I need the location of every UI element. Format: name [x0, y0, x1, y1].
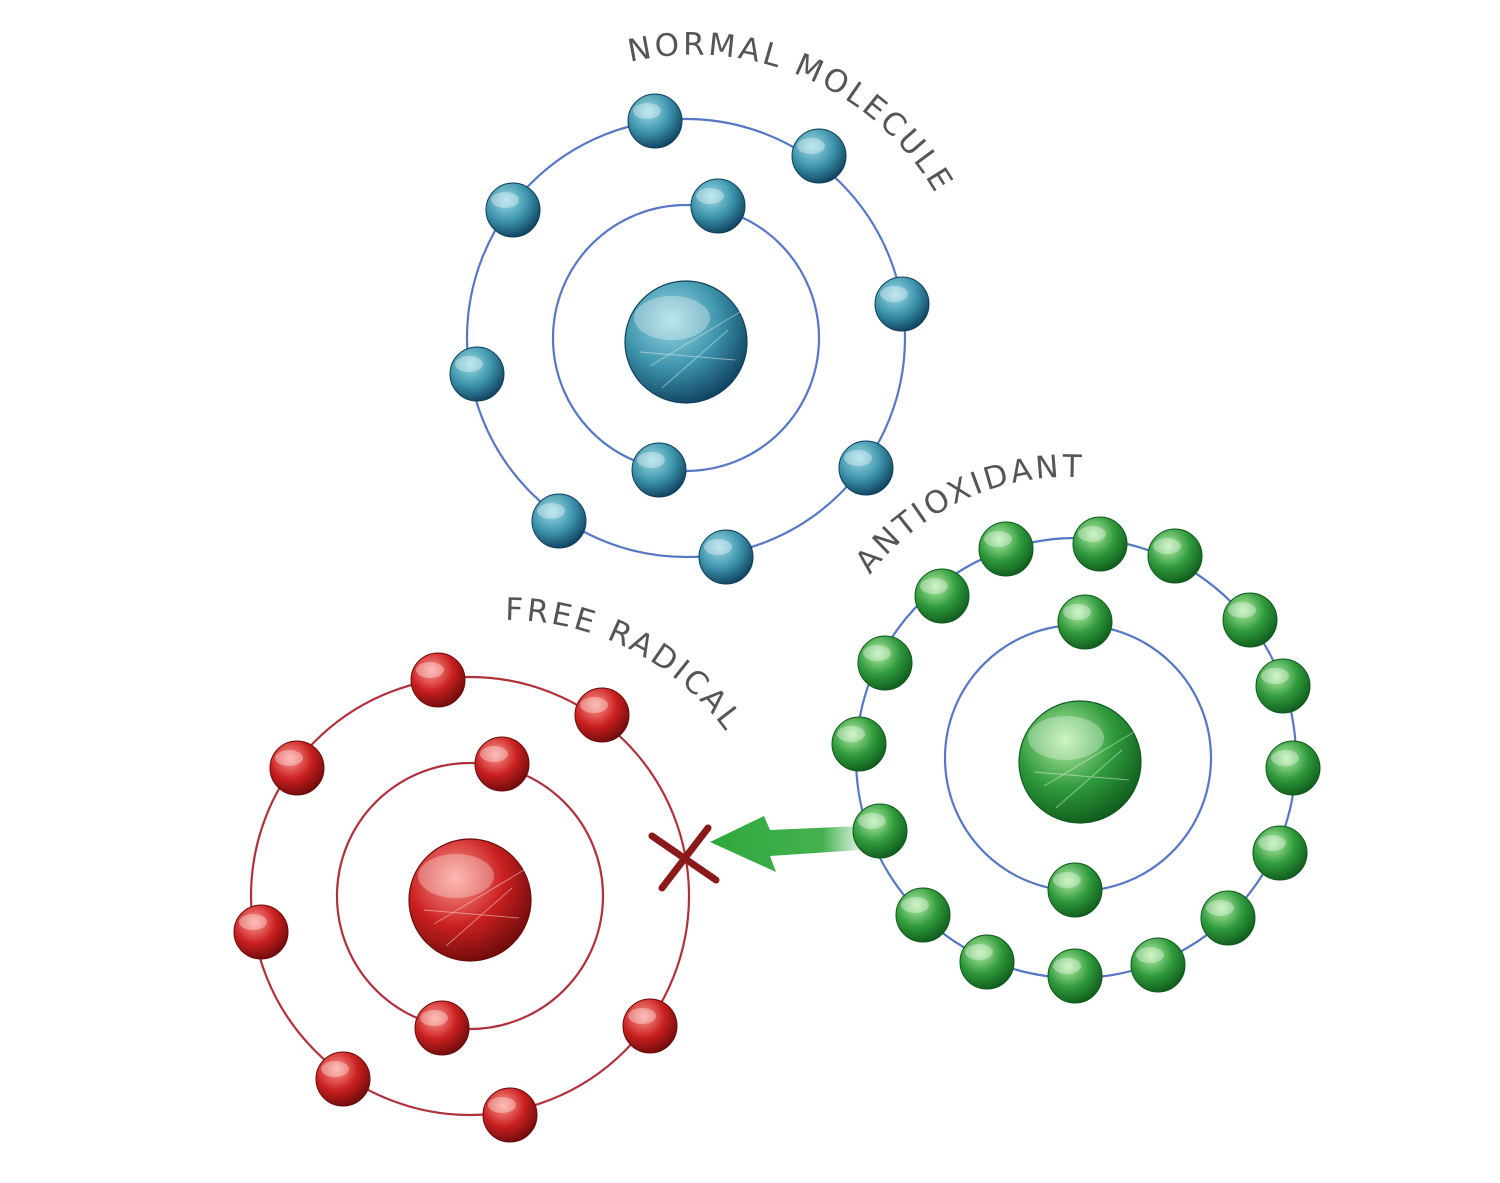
electron	[1222, 592, 1278, 648]
nucleus	[1018, 700, 1142, 824]
electron	[269, 740, 325, 796]
electron	[1057, 594, 1113, 650]
antioxidant: ANTIOXIDANT	[831, 449, 1321, 1004]
electron	[1147, 528, 1203, 584]
electrons	[831, 516, 1321, 1004]
electron	[857, 635, 913, 691]
electron	[410, 652, 466, 708]
electron	[852, 803, 908, 859]
electron	[838, 440, 894, 496]
electron	[690, 178, 746, 234]
electron	[482, 1087, 538, 1143]
electron	[1252, 825, 1308, 881]
electron	[914, 568, 970, 624]
electron	[895, 887, 951, 943]
electron	[474, 736, 530, 792]
electron	[959, 934, 1015, 990]
electron	[1200, 890, 1256, 946]
electron	[1072, 516, 1128, 572]
electron	[791, 128, 847, 184]
free-radical: FREE RADICAL	[233, 592, 747, 1143]
electron	[631, 442, 687, 498]
electron	[1265, 740, 1321, 796]
electron	[978, 521, 1034, 577]
electron	[315, 1051, 371, 1107]
nucleus	[408, 838, 532, 962]
outer-orbit	[465, 117, 907, 559]
electron	[1047, 948, 1103, 1004]
electron	[831, 716, 887, 772]
electron	[622, 998, 678, 1054]
arrow-icon	[710, 816, 860, 872]
electron	[698, 529, 754, 585]
electron	[485, 182, 541, 238]
electron	[874, 276, 930, 332]
electron	[1130, 937, 1186, 993]
inner-orbit	[335, 761, 605, 1031]
electron	[1255, 658, 1311, 714]
electrons	[233, 652, 678, 1143]
outer-orbit	[249, 675, 691, 1117]
electron	[574, 687, 630, 743]
electron	[414, 1000, 470, 1056]
electron	[1047, 862, 1103, 918]
nucleus	[624, 280, 748, 404]
electron	[531, 493, 587, 549]
electron	[233, 904, 289, 960]
normal-molecule: NORMAL MOLECULE	[449, 27, 958, 585]
electron	[627, 93, 683, 149]
electrons	[449, 93, 930, 585]
cross-icon	[648, 824, 720, 892]
electron	[449, 346, 505, 402]
